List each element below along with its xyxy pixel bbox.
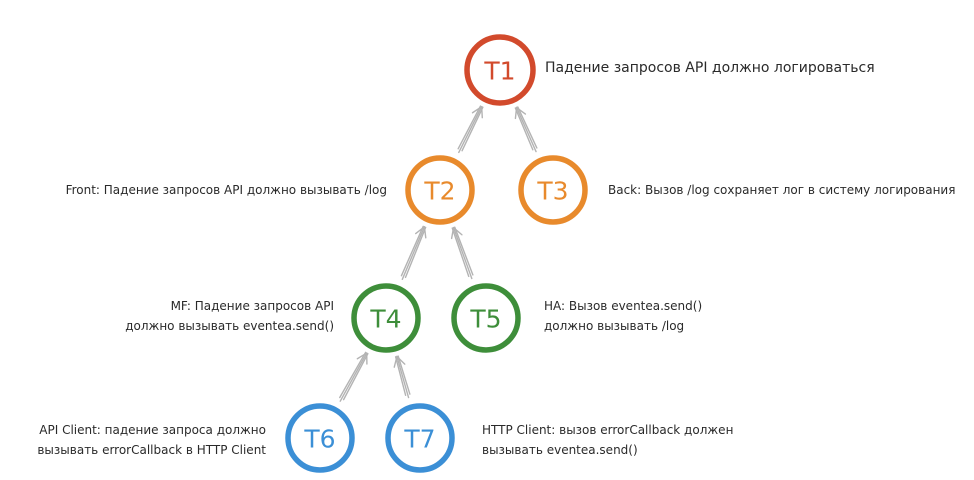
arrow-stroke <box>515 106 537 153</box>
arrow-stroke <box>454 226 474 276</box>
node-t4-label: T4 <box>369 305 401 334</box>
arrow-head-stroke <box>515 106 527 115</box>
arrow-head-stroke <box>415 226 426 235</box>
arrow-stroke <box>404 226 427 279</box>
node-t1-label: T1 <box>483 57 515 86</box>
node-t6: T6 <box>285 403 355 473</box>
node-t3: T3 <box>518 155 588 225</box>
arrow-head-stroke <box>423 226 427 239</box>
node-t5-label: T5 <box>469 305 501 334</box>
arrow-head-stroke <box>471 105 483 114</box>
caption-t7-line-1: HTTP Client: вызов errorCallback должен <box>482 423 734 437</box>
arrow-stroke <box>452 226 473 280</box>
arrow-t5-to-t2 <box>450 226 474 280</box>
node-t2-label: T2 <box>423 177 455 206</box>
caption-t6: API Client: падение запроса должно вызыв… <box>37 420 266 460</box>
caption-t6-line-1: API Client: падение запроса должно <box>39 423 266 437</box>
arrow-stroke <box>401 226 426 281</box>
arrow-stroke <box>400 225 424 277</box>
arrow-stroke <box>458 105 483 154</box>
caption-t4-line-2: должно вызывать eventea.send() <box>125 319 334 333</box>
caption-t4-line-1: MF: Падение запросов API <box>170 299 334 313</box>
node-t4: T4 <box>351 283 421 353</box>
node-t3-label: T3 <box>536 177 568 206</box>
caption-t3: Back: Вызов /log сохраняет лог в систему… <box>608 180 955 200</box>
arrow-head-stroke <box>514 106 518 120</box>
arrow-stroke <box>342 352 369 401</box>
arrow-t6-to-t4 <box>339 351 369 402</box>
node-t7-circle <box>385 403 455 473</box>
caption-t5-line-2: должно вызывать /log <box>544 319 685 333</box>
arrow-head-stroke <box>480 105 483 119</box>
node-t7-label: T7 <box>403 425 435 454</box>
node-t3-circle <box>518 155 588 225</box>
arrow-head-stroke <box>452 226 463 236</box>
arrow-stroke <box>461 106 484 152</box>
arrow-stroke <box>396 355 410 399</box>
caption-t1-line-1: Падение запросов API должно логироваться <box>545 60 875 76</box>
arrow-head-stroke <box>450 226 455 240</box>
arrow-stroke <box>514 107 534 151</box>
arrow-head-stroke <box>393 355 398 368</box>
caption-t5-line-1: HA: Вызов eventea.send() <box>544 299 703 313</box>
arrow-stroke <box>517 106 538 149</box>
arrow-head-stroke <box>396 355 406 365</box>
arrow-t4-to-t2 <box>400 225 427 281</box>
arrow-t2-to-t1 <box>457 105 484 154</box>
node-t7: T7 <box>385 403 455 473</box>
arrow-stroke <box>394 356 407 397</box>
node-t4-circle <box>351 283 421 353</box>
node-t6-circle <box>285 403 355 473</box>
caption-t4: MF: Падение запросов API должно вызывать… <box>125 296 334 336</box>
caption-t2-line-1: Front: Падение запросов API должно вызыв… <box>65 183 387 197</box>
node-t1-circle <box>464 34 536 106</box>
arrows-layer <box>339 105 538 402</box>
node-t6-label: T6 <box>303 425 335 454</box>
caption-t2: Front: Падение запросов API должно вызыв… <box>66 180 387 200</box>
node-t5-circle <box>451 283 521 353</box>
caption-t7-line-2: вызывать eventea.send() <box>482 443 638 457</box>
arrow-stroke <box>339 351 367 399</box>
arrow-head-stroke <box>356 352 368 360</box>
arrow-stroke <box>339 352 368 402</box>
caption-t7: HTTP Client: вызов errorCallback должен … <box>482 420 733 460</box>
arrow-stroke <box>397 355 411 395</box>
node-t1: T1 <box>464 34 536 106</box>
node-t5: T5 <box>451 283 521 353</box>
caption-t6-line-2: вызывать errorCallback в HTTP Client <box>37 443 266 457</box>
caption-t5: HA: Вызов eventea.send() должно вызывать… <box>544 296 702 336</box>
arrow-stroke <box>451 227 470 278</box>
node-t2: T2 <box>405 155 475 225</box>
caption-t1: Падение запросов API должно логироваться <box>545 58 875 78</box>
arrow-stroke <box>457 105 482 150</box>
arrow-t3-to-t1 <box>514 106 538 153</box>
caption-t3-line-1: Back: Вызов /log сохраняет лог в систему… <box>608 183 956 197</box>
node-t2-circle <box>405 155 475 225</box>
arrow-t7-to-t4 <box>393 355 411 399</box>
